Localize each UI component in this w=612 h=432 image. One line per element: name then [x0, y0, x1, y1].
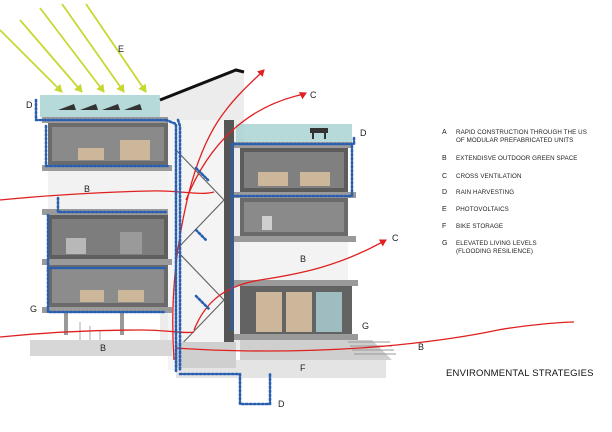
svg-text:RAIN HARVESTING: RAIN HARVESTING [456, 189, 514, 196]
rain-harvest-paths [34, 98, 356, 406]
label-d-top-left: D [26, 100, 33, 110]
roof-glass-left [40, 95, 160, 117]
svg-text:C: C [442, 173, 447, 180]
svg-text:G: G [442, 240, 447, 247]
stair-flights [175, 149, 225, 351]
roof-furniture [310, 128, 328, 139]
svg-text:F: F [442, 223, 446, 230]
label-f-bike-storage: F [300, 363, 306, 373]
legend-item-b: B EXTENDISVE OUTDOOR GREEN SPACE [442, 155, 578, 162]
sun-rays [0, 3, 147, 93]
label-c-middle: C [392, 233, 399, 243]
label-g-right: G [362, 321, 369, 331]
label-b-lower-left: B [100, 343, 106, 353]
right-block [176, 142, 396, 378]
legend-item-a: A RAPID CONSTRUCTION THROUGH THE US OF M… [442, 129, 587, 144]
legend-item-c: C CROSS VENTILATION [442, 173, 522, 180]
svg-text:(FLOODING RESILIENCE): (FLOODING RESILIENCE) [456, 248, 533, 255]
svg-text:OF MODULAR PREFABRICATED UNITS: OF MODULAR PREFABRICATED UNITS [456, 137, 573, 144]
svg-text:ELEVATED LIVING LEVELS: ELEVATED LIVING LEVELS [456, 240, 537, 247]
label-b-middle: B [300, 254, 306, 264]
svg-text:A: A [442, 129, 447, 136]
legend-item-e: E PHOTOVOLTAICS [442, 206, 509, 213]
svg-text:E: E [442, 206, 447, 213]
label-d-bottom: D [278, 399, 285, 409]
svg-text:BIKE STORAGE: BIKE STORAGE [456, 223, 503, 230]
diagram-title: ENVIRONMENTAL STRATEGIES [446, 368, 594, 379]
building-section [30, 68, 396, 378]
roof-glass-right [236, 124, 352, 142]
svg-text:D: D [442, 189, 447, 196]
legend-item-f: F BIKE STORAGE [442, 223, 503, 230]
left-block [30, 117, 172, 356]
label-c-upper: C [310, 90, 317, 100]
label-g-left: G [30, 304, 37, 314]
svg-text:RAPID CONSTRUCTION THROUGH THE: RAPID CONSTRUCTION THROUGH THE US [456, 129, 587, 136]
legend: A RAPID CONSTRUCTION THROUGH THE US OF M… [442, 129, 587, 255]
svg-text:EXTENDISVE OUTDOOR GREEN SPACE: EXTENDISVE OUTDOOR GREEN SPACE [456, 155, 578, 162]
legend-item-g: G ELEVATED LIVING LEVELS (FLOODING RESIL… [442, 240, 537, 255]
pv-panels [58, 104, 142, 110]
svg-text:PHOTOVOLTAICS: PHOTOVOLTAICS [456, 206, 509, 213]
label-e-photovoltaics: E [118, 44, 124, 54]
svg-text:CROSS VENTILATION: CROSS VENTILATION [456, 173, 522, 180]
label-b-left: B [84, 184, 90, 194]
label-b-right: B [418, 342, 424, 352]
svg-text:B: B [442, 155, 447, 162]
diagram-labels: E C C D D D B B B B G G F [26, 44, 424, 409]
legend-item-d: D RAIN HARVESTING [442, 189, 514, 196]
label-d-roof-right: D [360, 128, 367, 138]
